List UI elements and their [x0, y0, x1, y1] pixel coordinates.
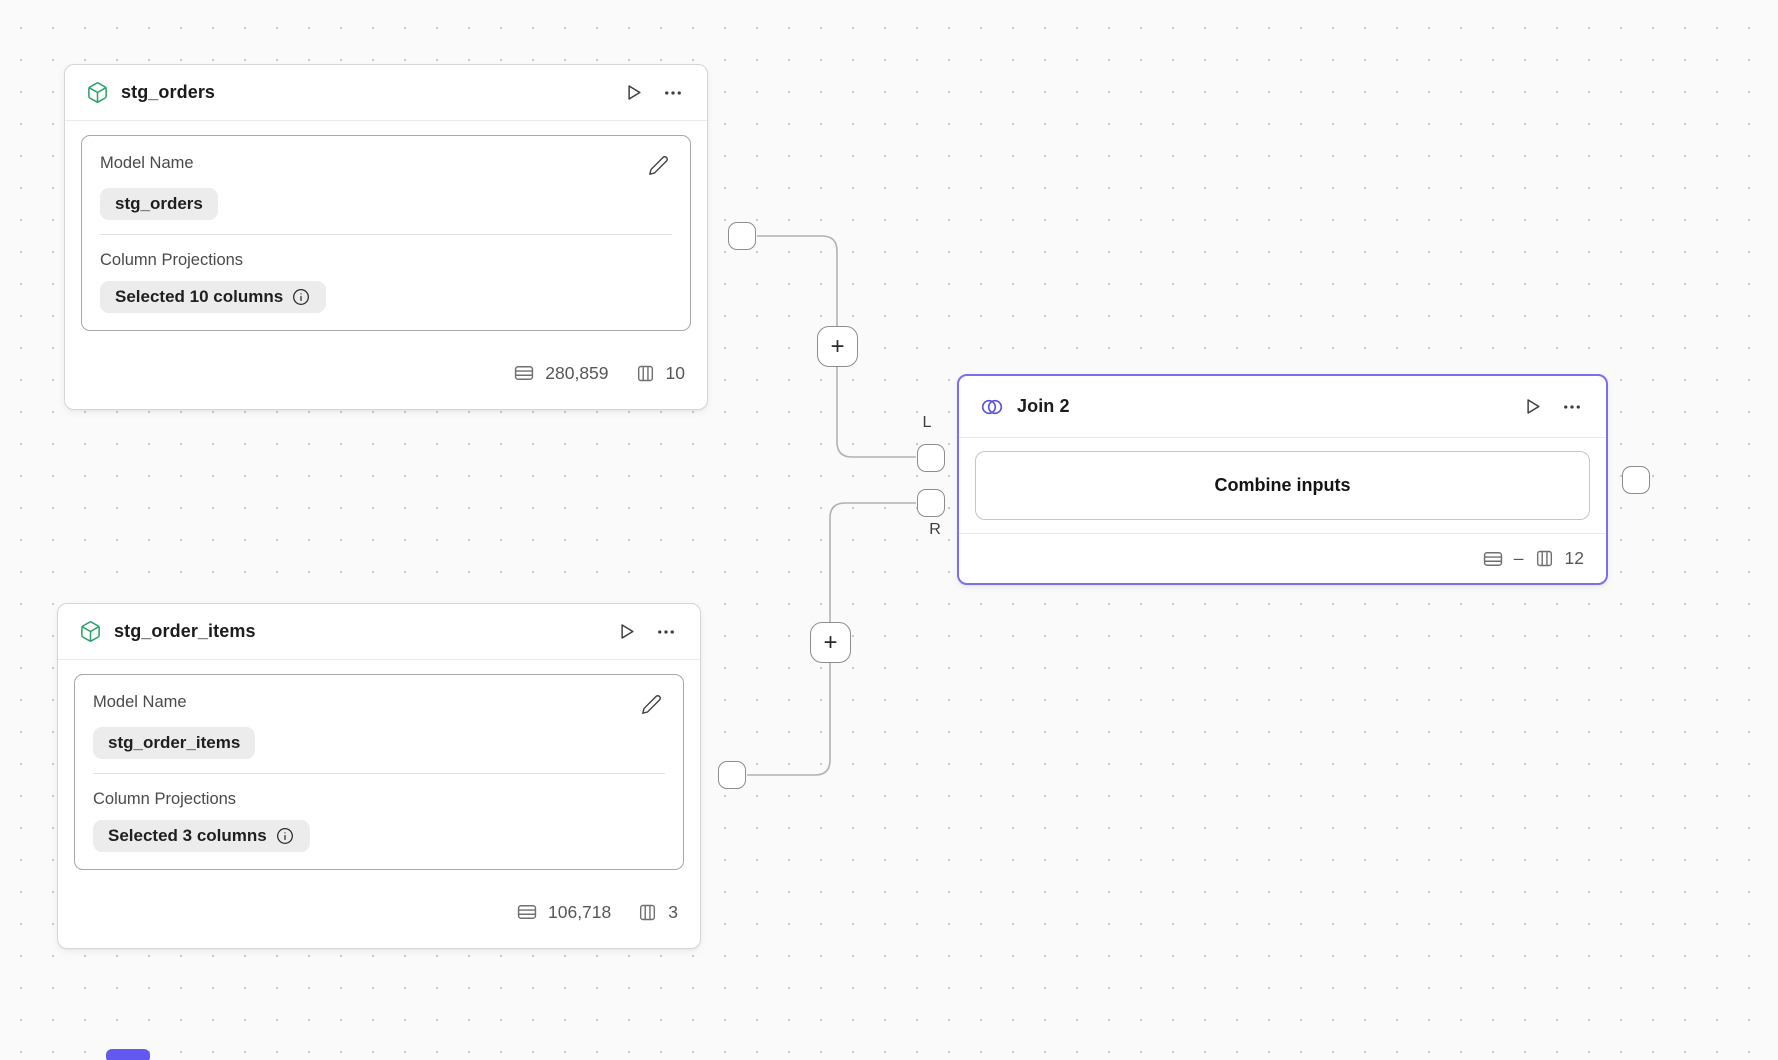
- model-name-label: Model Name: [100, 154, 194, 172]
- column-count-icon: [637, 902, 658, 923]
- offscreen-blue-element[interactable]: [106, 1049, 150, 1060]
- divider: [100, 234, 672, 235]
- model-cube-icon: [85, 79, 109, 107]
- model-name-value: stg_order_items: [108, 733, 241, 752]
- edge-add-step-button-bottom[interactable]: +: [810, 622, 851, 663]
- row-count: –: [1513, 548, 1524, 568]
- node-header: stg_order_items: [58, 604, 700, 660]
- row-count: 280,859: [545, 362, 609, 383]
- node-title: stg_order_items: [114, 621, 256, 641]
- model-cube-icon: [78, 618, 102, 646]
- column-count: 12: [1564, 548, 1584, 568]
- row-count-icon: [516, 901, 538, 923]
- model-config-card: Model Name stg_orders Column Projections…: [81, 135, 691, 331]
- left-input-label: L: [922, 414, 932, 431]
- info-icon: [293, 289, 310, 305]
- edit-model-name-button[interactable]: [637, 690, 665, 718]
- node-menu-button[interactable]: [652, 618, 680, 646]
- model-name-label: Model Name: [93, 693, 187, 711]
- model-name-value: stg_orders: [115, 194, 203, 213]
- port-stg-orders-output[interactable]: [728, 222, 756, 250]
- port-join-right-input[interactable]: [917, 489, 945, 517]
- node-footer: – 12: [959, 533, 1606, 583]
- node-title: Join 2: [1017, 396, 1070, 416]
- node-body: Model Name stg_orders Column Projections…: [65, 121, 707, 345]
- right-input-label: R: [929, 521, 941, 538]
- run-node-button[interactable]: [1518, 393, 1546, 421]
- edit-model-name-button[interactable]: [644, 151, 672, 179]
- column-count: 10: [665, 362, 685, 383]
- column-projections-label: Column Projections: [93, 790, 237, 808]
- model-name-chip[interactable]: stg_order_items: [93, 727, 256, 759]
- node-footer: 106,718 3: [58, 884, 700, 948]
- port-stg-order-items-output[interactable]: [718, 761, 746, 789]
- node-title: stg_orders: [121, 82, 216, 102]
- model-name-chip[interactable]: stg_orders: [100, 188, 218, 220]
- node-menu-button[interactable]: [1558, 393, 1586, 421]
- column-projections-chip[interactable]: Selected 3 columns: [93, 820, 310, 852]
- run-node-button[interactable]: [612, 618, 640, 646]
- node-stg-orders[interactable]: stg_orders Model Name stg_orders: [64, 64, 708, 410]
- port-join-output[interactable]: [1622, 466, 1650, 494]
- edge-add-step-button-top[interactable]: +: [817, 326, 858, 367]
- info-icon: [276, 828, 293, 844]
- node-stg-order-items[interactable]: stg_order_items Model Name stg_order_: [57, 603, 701, 949]
- node-footer: 280,859 10: [65, 345, 707, 409]
- join-icon: [979, 393, 1005, 421]
- node-join-2[interactable]: Join 2 Combine inputs – 12: [957, 374, 1608, 585]
- node-header: stg_orders: [65, 65, 707, 121]
- row-count: 106,718: [548, 901, 612, 922]
- model-config-card: Model Name stg_order_items Column Projec…: [74, 674, 684, 870]
- row-count-icon: [513, 362, 535, 384]
- divider: [93, 773, 665, 774]
- column-count: 3: [668, 901, 678, 922]
- column-projections-chip[interactable]: Selected 10 columns: [100, 281, 327, 313]
- plus-icon: +: [830, 332, 845, 360]
- node-body: Model Name stg_order_items Column Projec…: [58, 660, 700, 884]
- node-header: Join 2: [959, 376, 1606, 438]
- column-count-icon: [635, 363, 656, 384]
- run-node-button[interactable]: [619, 79, 647, 107]
- column-projections-label: Column Projections: [100, 251, 244, 269]
- node-body: Combine inputs: [959, 438, 1606, 533]
- port-join-left-input[interactable]: [917, 444, 945, 472]
- row-count-icon: [1482, 548, 1504, 570]
- column-count-icon: [1534, 548, 1555, 569]
- column-projections-value: Selected 3 columns: [108, 826, 267, 845]
- node-menu-button[interactable]: [659, 79, 687, 107]
- combine-inputs-button[interactable]: Combine inputs: [975, 451, 1590, 520]
- column-projections-value: Selected 10 columns: [115, 287, 284, 306]
- plus-icon: +: [823, 628, 838, 656]
